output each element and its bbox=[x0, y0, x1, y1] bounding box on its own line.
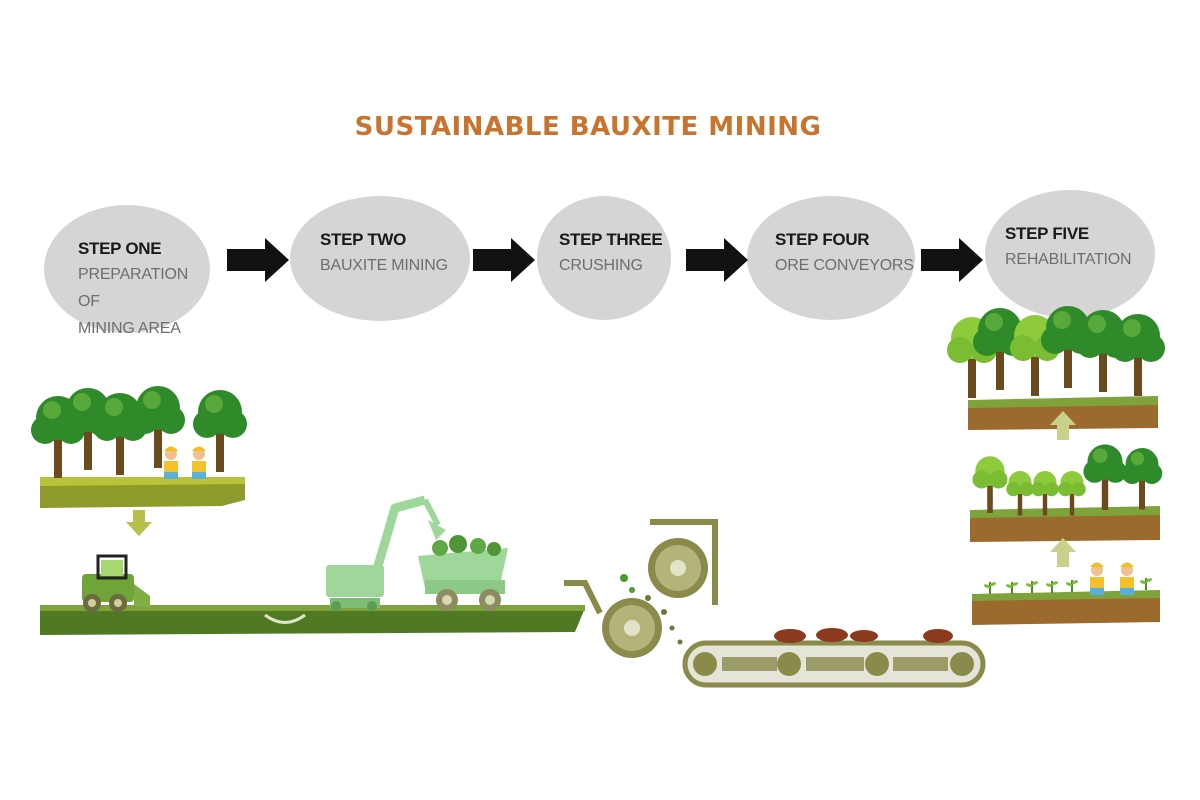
step-label: STEP FOUR bbox=[775, 230, 870, 249]
crusher-icon bbox=[564, 519, 718, 658]
conveyor-icon bbox=[682, 628, 986, 688]
arrow-up-icon bbox=[1050, 411, 1076, 440]
step-description: BAUXITE MINING bbox=[320, 257, 448, 274]
step-description: REHABILITATION bbox=[1005, 251, 1132, 268]
seedlings-icon bbox=[972, 562, 1160, 625]
arrow-up-icon bbox=[1050, 538, 1076, 567]
dump-truck-icon bbox=[418, 535, 508, 611]
step-three-node: STEP THREE CRUSHING bbox=[537, 196, 671, 320]
step-description: PREPARATION OF MINING AREA bbox=[78, 261, 210, 342]
arrow-right-icon bbox=[921, 238, 983, 282]
worker-icon bbox=[1090, 562, 1104, 595]
young-trees-icon bbox=[970, 444, 1163, 542]
excavator-icon bbox=[326, 495, 446, 611]
step-label: STEP TWO bbox=[320, 230, 407, 249]
step-description: CRUSHING bbox=[559, 257, 643, 274]
arrow-right-icon bbox=[473, 238, 535, 282]
step-label: STEP FIVE bbox=[1005, 224, 1089, 243]
bulldozer-icon bbox=[82, 554, 150, 612]
step-description-line: MINING AREA bbox=[78, 320, 181, 337]
step-label: STEP THREE bbox=[559, 230, 663, 249]
arrow-right-icon bbox=[686, 238, 748, 282]
step-one-node: STEP ONE PREPARATION OF MINING AREA bbox=[44, 205, 210, 337]
rehabilitated-forest-icon bbox=[947, 306, 1165, 430]
step-description-line: PREPARATION OF bbox=[78, 266, 189, 310]
step-five-node: STEP FIVE REHABILITATION bbox=[985, 190, 1155, 318]
arrow-right-icon bbox=[227, 238, 289, 282]
step-description: ORE CONVEYORS bbox=[775, 257, 914, 274]
step-label: STEP ONE bbox=[78, 239, 162, 258]
diagram-title: SUSTAINABLE BAUXITE MINING bbox=[354, 112, 822, 142]
worker-icon bbox=[1120, 562, 1134, 595]
step-four-node: STEP FOUR ORE CONVEYORS bbox=[747, 196, 915, 320]
step-two-node: STEP TWO BAUXITE MINING bbox=[290, 196, 470, 321]
arrow-down-icon bbox=[126, 510, 152, 536]
ground-strip bbox=[40, 608, 585, 635]
forest-icon bbox=[31, 386, 247, 508]
